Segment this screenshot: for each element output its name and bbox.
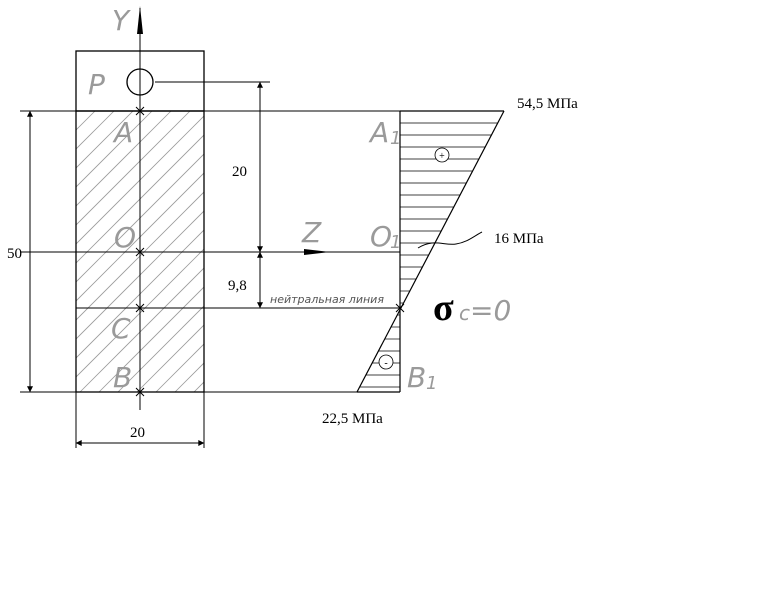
stress-center-value: 16 МПа: [494, 231, 544, 247]
point-c-label: C: [111, 312, 131, 345]
z-axis-arrow: [304, 249, 330, 255]
point-o1-sub: 1: [390, 232, 401, 253]
stress-epure-hatching: [359, 122, 498, 388]
axis-z-label: Z: [301, 216, 322, 249]
point-o-label: O: [114, 221, 136, 254]
point-b1-sub: 1: [426, 373, 437, 394]
point-o1-label: O: [370, 220, 392, 253]
plus-sign-circle: [434, 147, 450, 163]
leader-16mpa: [417, 231, 483, 249]
stress-bottom-value: 22,5 МПа: [322, 411, 383, 427]
sigma-subscript: c: [459, 301, 470, 325]
dim-neutral-offset-value: 9,8: [228, 278, 247, 294]
stress-epure: [356, 110, 505, 393]
point-a1-sub: 1: [390, 128, 401, 149]
sigma-symbol: σ: [433, 287, 454, 329]
sigma-value: =0: [470, 294, 511, 327]
plus-sign: +: [439, 151, 445, 162]
dim-width-value: 20: [130, 425, 145, 441]
force-p-circle: [126, 68, 154, 96]
point-p-label: P: [88, 68, 105, 101]
stress-top-value: 54,5 МПа: [517, 96, 578, 112]
point-a1-label: A: [368, 116, 389, 149]
dim-height-value: 50: [7, 246, 22, 262]
dim-eccentricity-value: 20: [232, 164, 247, 180]
point-b1-label: B: [407, 361, 426, 394]
axis-y-label: Y: [112, 4, 131, 37]
minus-sign: -: [384, 358, 387, 369]
point-b-label: B: [113, 361, 132, 394]
y-axis-arrow: [137, 6, 143, 34]
point-a-label: A: [112, 116, 133, 149]
neutral-line-label: нейтральная линия: [270, 293, 384, 306]
minus-sign-circle: [378, 354, 394, 370]
